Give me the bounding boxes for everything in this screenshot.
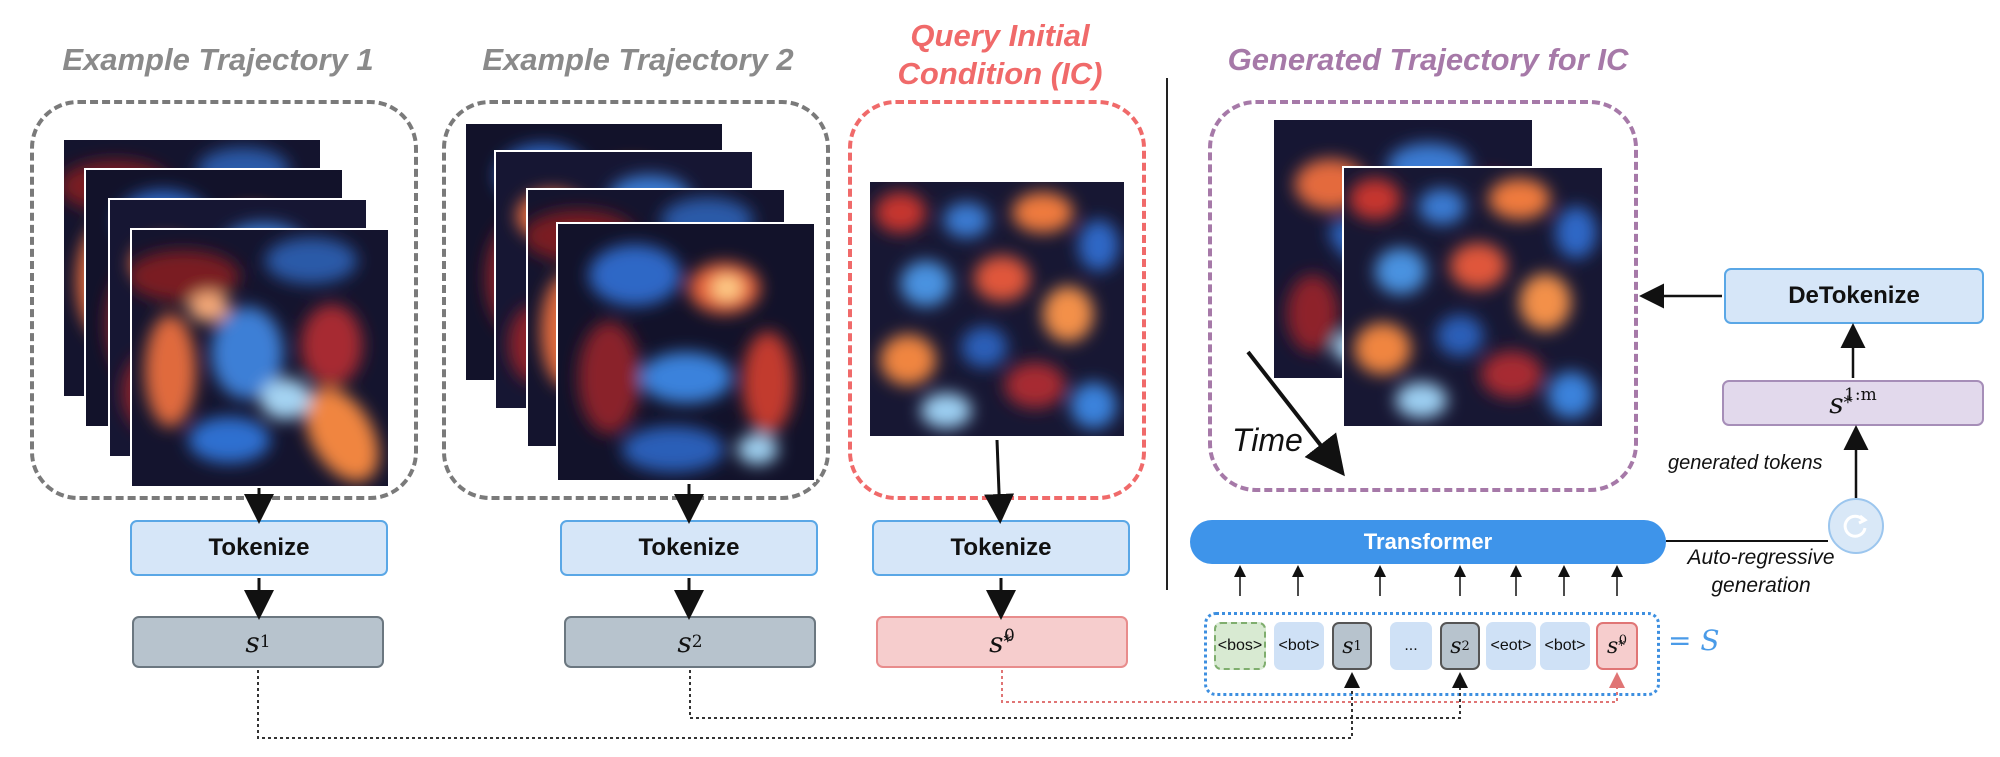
sequence-ellipsis: ...	[1390, 622, 1432, 670]
token-s-star-0: s*0	[876, 616, 1128, 668]
sequence-bot-token-2: <bot>	[1540, 622, 1590, 670]
frame-trajectory-2	[442, 100, 830, 500]
tokenize-box-query: Tokenize	[872, 520, 1130, 576]
title-generated-trajectory: Generated Trajectory for IC	[1227, 42, 1629, 77]
autoregressive-label-line1: Auto-regressive	[1687, 546, 1835, 569]
title-query-ic-line2: Condition (IC)	[897, 56, 1103, 91]
separator-line	[1166, 78, 1168, 590]
generated-tokens-label: generated tokens	[1668, 452, 1823, 474]
sequence-bot-token: <bot>	[1274, 622, 1324, 670]
title-query-ic-line1: Query Initial	[910, 18, 1090, 53]
frame-trajectory-1	[30, 100, 418, 500]
tokenize-box-1: Tokenize	[130, 520, 388, 576]
query-initial-condition-field	[868, 180, 1126, 438]
sequence-equals-s-label: = S	[1668, 624, 1720, 657]
sequence-s-star-0-token: s*0	[1596, 622, 1638, 670]
detokenize-box: DeTokenize	[1724, 268, 1984, 324]
autoregressive-label-line2: generation	[1711, 574, 1811, 597]
sequence-bos-token: <bos>	[1214, 622, 1266, 670]
field-snapshot	[556, 222, 816, 482]
frame-generated-trajectory	[1208, 100, 1638, 492]
generated-field-snapshot	[1342, 166, 1604, 428]
sequence-eot-token: <eot>	[1486, 622, 1536, 670]
time-label: Time	[1232, 422, 1303, 458]
generated-tokens-box: s*1:m	[1722, 380, 1984, 426]
tokenize-box-2: Tokenize	[560, 520, 818, 576]
input-sequence-box	[1204, 612, 1660, 696]
field-snapshot	[130, 228, 390, 488]
autoregressive-loop-icon	[1828, 498, 1884, 554]
transformer-block: Transformer	[1190, 520, 1666, 564]
title-example-trajectory-1: Example Trajectory 1	[62, 42, 374, 77]
title-example-trajectory-2: Example Trajectory 2	[482, 42, 794, 77]
